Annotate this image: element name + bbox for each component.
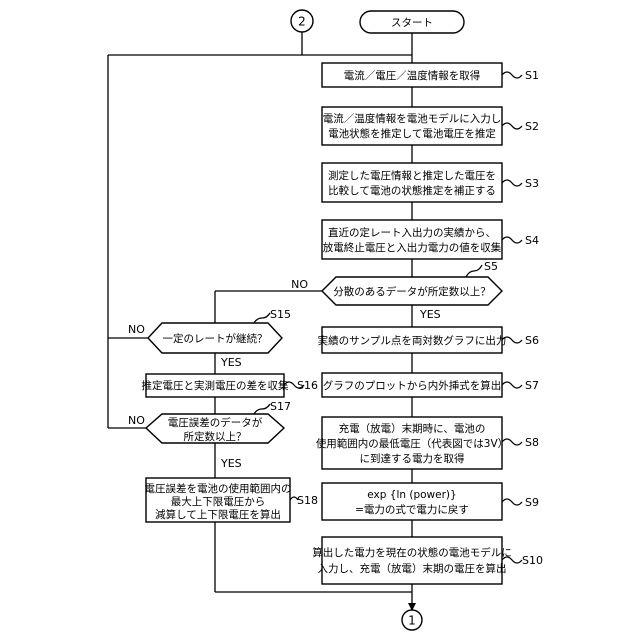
step-s3-text-2: 比較して電池の状態推定を補正する: [328, 184, 496, 197]
s15-yes-label: YES: [220, 356, 242, 369]
step-s9-text-2: =電力の式で電力に戻す: [355, 503, 469, 516]
step-s2-text-1: 電流／温度情報を電池モデルに入力し: [323, 112, 502, 125]
s17-yes-label: YES: [220, 457, 242, 470]
step-id-s16-text: S16: [297, 379, 318, 392]
step-s17-text-1: 電圧誤差のデータが: [168, 416, 263, 429]
step-s10: 算出した電力を現在の状態の電池モデルに 入力し、充電（放電）末期の電圧を算出: [312, 537, 512, 584]
step-s8-text-1: 充電（放電）末期時に、電池の: [339, 422, 486, 435]
step-id-s18: S18: [290, 494, 318, 507]
step-s15-text: 一定のレートが継続？: [163, 332, 268, 345]
step-id-s10-text: S10: [522, 554, 543, 567]
step-s5-text: 分散のあるデータが所定数以上？: [333, 285, 491, 298]
step-s16: 推定電圧と実測電圧の差を収集: [142, 374, 289, 397]
step-s6-text: 実績のサンプル点を両対数グラフに出力: [318, 334, 507, 347]
step-s10-text-1: 算出した電力を現在の状態の電池モデルに: [312, 546, 512, 559]
step-s5-decision: 分散のあるデータが所定数以上？: [322, 277, 502, 305]
step-id-s9: S9: [502, 496, 539, 509]
s5-yes-label: YES: [419, 308, 441, 321]
step-s1: 電流／電圧／温度情報を取得: [322, 63, 502, 87]
step-id-s5-text: S5: [484, 260, 498, 273]
start-label: スタート: [391, 17, 433, 29]
step-s8-text-3: に到達する電力を取得: [360, 452, 465, 465]
s17-no-label: NO: [128, 414, 145, 427]
step-s18-text-1: 電圧誤差を電池の使用範囲内の: [145, 482, 292, 495]
step-id-s1-text: S1: [525, 69, 539, 82]
step-s8: 充電（放電）末期時に、電池の 使用範囲内の最低電圧（代表図では3V） に到達する…: [316, 417, 508, 469]
step-id-s6: S6: [502, 334, 539, 347]
step-s3-text-1: 測定した電圧情報と推定した電圧を: [328, 169, 496, 182]
step-s6: 実績のサンプル点を両対数グラフに出力: [318, 327, 507, 353]
step-s10-text-2: 入力し、充電（放電）末期の電圧を算出: [318, 562, 507, 575]
step-s17-text-2: 所定数以上？: [184, 430, 247, 443]
step-id-s2: S2: [502, 120, 539, 133]
step-s2: 電流／温度情報を電池モデルに入力し 電池状態を推定して電池電圧を推定: [322, 107, 502, 145]
step-id-s17-text: S17: [270, 400, 291, 413]
step-s7: グラフのプロットから内外挿式を算出: [322, 373, 502, 397]
step-s18-text-3: 減算して上下限電圧を算出: [155, 508, 281, 521]
step-id-s16: S16: [284, 379, 318, 392]
connector-2: 2: [291, 10, 313, 32]
step-id-s2-text: S2: [525, 120, 539, 133]
connector-1-label: 1: [408, 614, 416, 628]
step-id-s9-text: S9: [525, 496, 539, 509]
connector-2-label: 2: [298, 15, 306, 29]
step-id-s1: S1: [502, 69, 539, 82]
step-id-s15: S15: [254, 308, 291, 323]
step-id-s18-text: S18: [297, 494, 318, 507]
s15-no-label: NO: [128, 323, 145, 336]
step-s1-text: 電流／電圧／温度情報を取得: [344, 69, 481, 82]
step-id-s4-text: S4: [525, 234, 539, 247]
step-s7-text: グラフのプロットから内外挿式を算出: [323, 379, 502, 392]
step-id-s6-text: S6: [525, 334, 539, 347]
s5-no-label: NO: [291, 278, 308, 291]
step-s4: 直近の定レート入出力の実績から、 放電終止電圧と入出力電力の値を収集: [322, 220, 502, 259]
step-s4-text-1: 直近の定レート入出力の実績から、: [328, 226, 496, 239]
connector-1: 1: [402, 610, 422, 630]
step-s18-text-2: 最大上下限電圧から: [171, 495, 266, 508]
start-terminator: スタート: [360, 11, 464, 33]
step-s16-text: 推定電圧と実測電圧の差を収集: [142, 379, 289, 392]
step-id-s3-text: S3: [525, 177, 539, 190]
step-s2-text-2: 電池状態を推定して電池電圧を推定: [328, 127, 496, 140]
step-s9-text-1: exp {ln (power)}: [367, 489, 456, 501]
step-s8-text-2: 使用範囲内の最低電圧（代表図では3V）: [316, 437, 508, 450]
step-id-s17: S17: [254, 400, 291, 414]
step-id-s3: S3: [502, 177, 539, 190]
step-s4-text-2: 放電終止電圧と入出力電力の値を収集: [323, 241, 502, 254]
step-s3: 測定した電圧情報と推定した電圧を 比較して電池の状態推定を補正する: [322, 163, 502, 202]
step-s9: exp {ln (power)} =電力の式で電力に戻す: [322, 483, 502, 520]
step-id-s7: S7: [502, 379, 539, 392]
step-s18: 電圧誤差を電池の使用範囲内の 最大上下限電圧から 減算して上下限電圧を算出: [145, 478, 292, 522]
step-id-s15-text: S15: [270, 308, 291, 321]
step-s17-decision: 電圧誤差のデータが 所定数以上？: [146, 414, 284, 443]
step-id-s4: S4: [502, 234, 539, 247]
step-id-s8-text: S8: [525, 436, 539, 449]
step-id-s7-text: S7: [525, 379, 539, 392]
step-id-s5: S5: [466, 260, 498, 277]
step-s15-decision: 一定のレートが継続？: [148, 323, 282, 353]
